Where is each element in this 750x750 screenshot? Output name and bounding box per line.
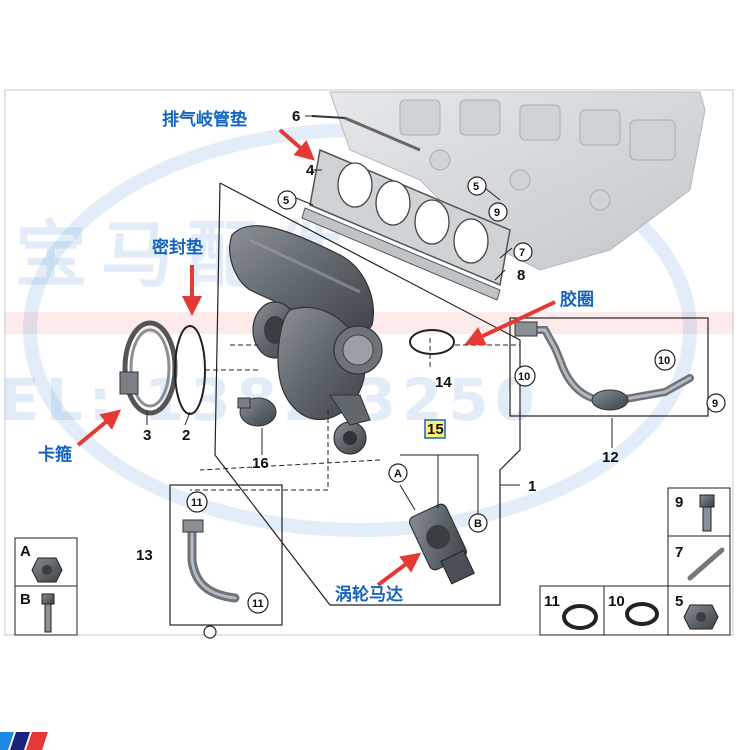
- return-line-pipe: [182, 519, 240, 603]
- part-8: 8: [517, 267, 525, 284]
- part-14: 14: [435, 374, 452, 391]
- turbo-motor-actuator: [408, 503, 475, 585]
- seal-ring-10: [625, 602, 659, 626]
- callout-B: B: [474, 518, 482, 530]
- main-group-outline: [214, 182, 521, 606]
- actuator-bracket: [400, 454, 479, 515]
- callout-10-right: 10: [658, 355, 670, 367]
- dashed-leaders: [190, 338, 520, 491]
- callout-7: 7: [519, 247, 525, 259]
- red-arrows: [76, 128, 556, 587]
- callout-11-top: 11: [191, 497, 203, 509]
- part-7: 7: [675, 544, 683, 561]
- part-16: 16: [252, 455, 269, 472]
- wastegate-valve: [237, 397, 277, 448]
- label-seal-gasket: 密封垫: [152, 237, 203, 258]
- part-1: 1: [528, 478, 536, 495]
- callout-10-left: 10: [518, 371, 530, 383]
- oil-line-box: [509, 317, 709, 417]
- seal-ring-11: [562, 604, 598, 630]
- stud-strip: [301, 207, 501, 301]
- m-logo: [0, 732, 48, 750]
- callout-9-top: 9: [494, 207, 500, 219]
- exhaust-manifold-turbo: [229, 225, 383, 455]
- watermark-phone: EL: 1382 3250: [0, 366, 541, 434]
- part-numbers: 6 4 8 3 2 16 14 1 12 13 9 7 11 10 5 A B: [20, 108, 683, 610]
- label-clamp: 卡箍: [38, 444, 72, 465]
- engine-cylinder-head: [329, 91, 706, 271]
- callout-11-bottom: 11: [252, 598, 264, 610]
- part-2: 2: [182, 427, 190, 444]
- label-rubber-ring: 胶圈: [560, 289, 594, 310]
- manifold-gasket: [309, 148, 511, 287]
- stud-bolt: [311, 115, 421, 152]
- label-exhaust-manifold-gasket: 排气岐管垫: [162, 109, 247, 130]
- part-9: 9: [675, 494, 683, 511]
- part-13: 13: [136, 547, 153, 564]
- circled-callouts: [186, 176, 726, 639]
- nut-A: [31, 557, 63, 583]
- label-turbo-motor: 涡轮马达: [335, 584, 403, 605]
- return-line-box: [169, 484, 283, 626]
- hardware-box-right: [667, 487, 731, 636]
- part-6: 6: [292, 108, 300, 125]
- circled-callout-labels: 5 5 9 7 10 10 9 A B 11 11: [191, 181, 718, 610]
- oil-line-pipe: [514, 321, 694, 411]
- part-12: 12: [602, 449, 619, 466]
- leader-lines: [146, 115, 613, 486]
- part-A: A: [20, 543, 31, 560]
- part-11: 11: [544, 593, 560, 610]
- bolt-9: [699, 494, 715, 532]
- part-10: 10: [608, 593, 625, 610]
- callout-5-right: 5: [473, 181, 479, 193]
- part-15-highlight: [424, 419, 446, 439]
- part-15: 15: [427, 421, 444, 438]
- stud-7: [687, 547, 725, 581]
- o-ring: [409, 329, 455, 355]
- callout-5-left: 5: [283, 195, 289, 207]
- callout-A: A: [394, 468, 402, 480]
- part-4: 4: [306, 162, 315, 179]
- nut-5: [683, 604, 719, 630]
- part-5: 5: [675, 593, 683, 610]
- bolt-B: [41, 593, 55, 633]
- callout-9-right: 9: [712, 398, 718, 410]
- part-3: 3: [143, 427, 151, 444]
- part-B: B: [20, 591, 31, 608]
